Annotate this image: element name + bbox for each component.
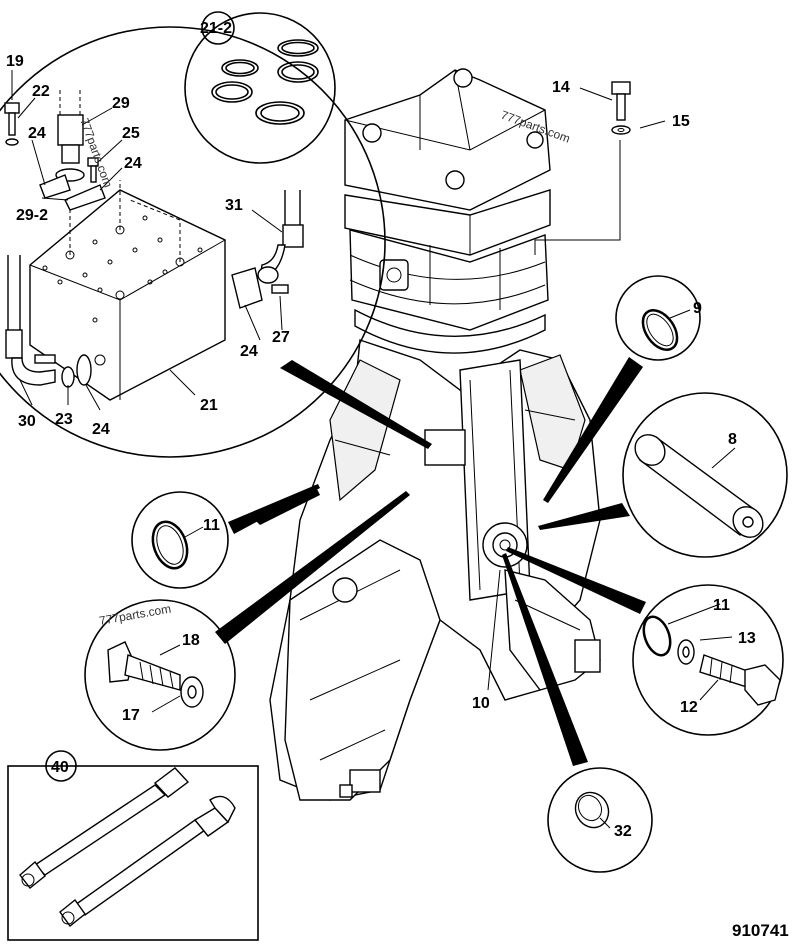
label-24-c: 24: [240, 343, 258, 360]
label-22: 22: [32, 83, 50, 100]
label-15: 15: [672, 113, 690, 130]
label-40-ring: [45, 750, 77, 782]
seal-11-detail-left: [131, 491, 229, 589]
bush-32-detail: [547, 767, 653, 873]
label-32: 32: [614, 823, 632, 840]
seal-9-detail: [615, 275, 701, 361]
label-17: 17: [122, 707, 140, 724]
pointer-pin-8: [538, 503, 630, 530]
label-40: 40: [51, 759, 69, 776]
pointer-bolt-12: [506, 547, 646, 614]
watermark-3: 777parts.com: [98, 602, 172, 628]
label-10: 10: [472, 695, 490, 712]
label-19: 19: [6, 53, 24, 70]
seal-kit-detail: [184, 12, 336, 164]
bolt-12-detail: [632, 584, 784, 736]
label-14: 14: [552, 79, 570, 96]
pointer-bolt-18: [215, 491, 410, 644]
label-21-2: 21-2: [200, 20, 232, 37]
valve-block-detail: [0, 26, 386, 458]
pin-8-detail: [622, 392, 788, 558]
label-24-a: 24: [28, 125, 46, 142]
label-27: 27: [272, 329, 290, 346]
label-29-2: 29-2: [16, 207, 48, 224]
hose-kit-box: [7, 765, 259, 941]
o-rings: [211, 39, 319, 125]
leader-lines: [11, 70, 736, 829]
label-13: 13: [738, 630, 756, 647]
label-24-d: 24: [92, 421, 110, 438]
pointer-jaw-left: [255, 485, 320, 525]
label-12: 12: [680, 699, 698, 716]
label-23: 23: [55, 411, 73, 428]
label-9: 9: [693, 300, 702, 317]
pointer-valve-block: [280, 360, 432, 449]
label-31: 31: [225, 197, 243, 214]
pointer-bush-32: [502, 553, 588, 766]
label-11-left: 11: [203, 517, 220, 534]
label-21: 21: [200, 397, 218, 414]
label-8: 8: [728, 431, 737, 448]
part-labels: 19 22 29 24 25 24 29-2 21-2 31 14 15 24 …: [6, 11, 756, 840]
pointer-seal-9: [543, 357, 643, 503]
label-30: 30: [18, 413, 36, 430]
label-11-right: 11: [713, 597, 730, 614]
callout-pointers: [215, 357, 646, 766]
label-21-2-ring: [201, 11, 235, 45]
bolt-18-detail: [84, 599, 236, 751]
label-18: 18: [182, 632, 200, 649]
label-24-b: 24: [124, 155, 142, 172]
label-25: 25: [122, 125, 140, 142]
main-attachment-drawing: [269, 68, 621, 801]
drawing-number: 910741: [732, 921, 789, 940]
bolt-14-washer-15: [611, 81, 631, 135]
label-29: 29: [112, 95, 130, 112]
